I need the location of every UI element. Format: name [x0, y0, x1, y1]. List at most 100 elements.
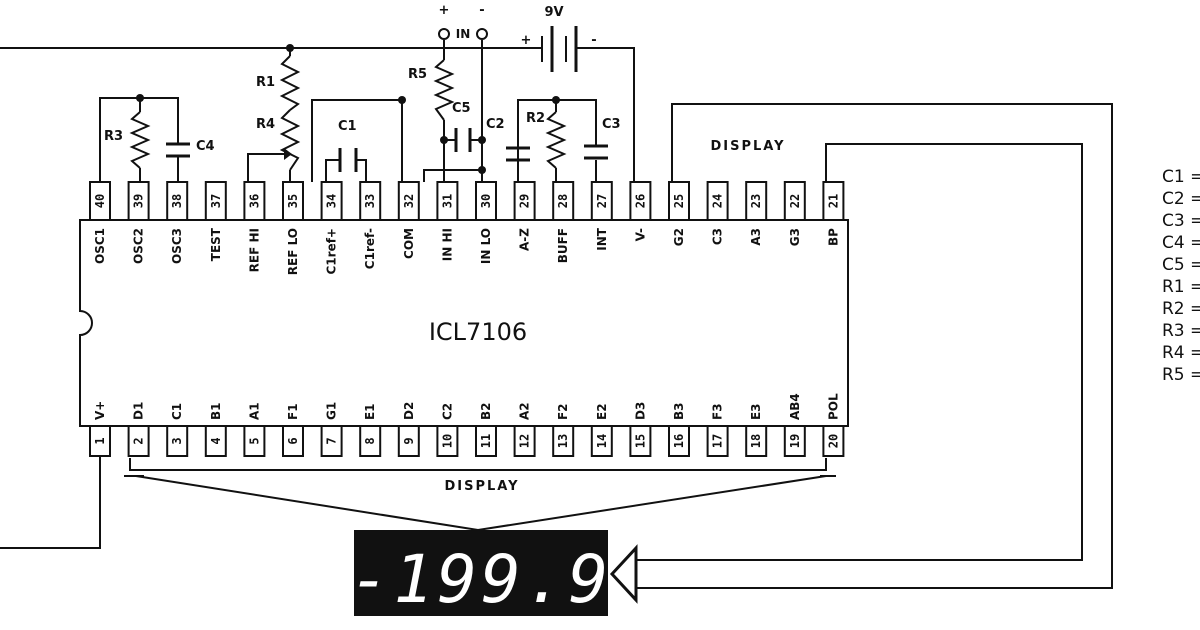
bottom-pin-14: 14 E2	[590, 403, 613, 457]
bottom-pin-6: 6F1	[282, 403, 304, 457]
chip-name: ICL7106	[429, 318, 527, 346]
legend-item: R2 =	[1162, 299, 1200, 319]
pin-number: 14	[595, 434, 609, 448]
pin-label: A1	[247, 402, 261, 420]
input-minus: -	[479, 3, 484, 18]
legend-item: C3 =	[1162, 211, 1200, 231]
capacitor-c2: C2	[486, 117, 530, 162]
resistor-r2: R2	[526, 111, 567, 169]
pin-label: B2	[479, 403, 493, 421]
pin-label: IN HI	[440, 228, 454, 261]
c1-label: C1	[338, 119, 357, 134]
pin-label: E1	[363, 403, 377, 420]
pin-label: A2	[518, 402, 532, 420]
pin-number: 25	[672, 194, 686, 208]
pin-label: C1ref+	[325, 228, 339, 275]
pin-label: D1	[132, 402, 146, 420]
input-label: IN	[456, 27, 471, 41]
pin-number: 26	[633, 194, 647, 208]
pin-label: V-	[633, 228, 647, 241]
pin-label: OSC2	[132, 228, 146, 264]
pin-label: REF LO	[286, 228, 300, 275]
pin-label: POL	[826, 393, 840, 420]
c2-label: C2	[486, 117, 505, 132]
bottom-pin-12: 12 A2	[513, 402, 536, 457]
wiring	[0, 40, 1113, 604]
pin-label: G1	[325, 402, 339, 420]
pin-number: 31	[440, 194, 454, 208]
bottom-pin-5: 5A1	[243, 402, 266, 457]
pin-label: A3	[749, 228, 763, 246]
pin-number: 22	[788, 194, 802, 208]
pin-label: V+	[93, 401, 107, 420]
battery-symbol: 9V + -	[521, 5, 597, 72]
resistor-r5: R5	[408, 59, 455, 121]
pin-number: 36	[247, 194, 261, 208]
pin-label: E2	[595, 403, 609, 420]
legend-item: R5 =	[1162, 365, 1200, 385]
bottom-pin-3: 3 C1	[166, 403, 189, 457]
pin-number: 3	[170, 437, 184, 444]
resistor-r1: R1	[256, 55, 301, 111]
pin-label: C2	[440, 403, 454, 420]
top-pin-26: 26V-	[629, 181, 652, 241]
pin-number: 33	[363, 194, 377, 208]
top-pin-31: 31 IN HI	[436, 181, 459, 261]
capacitor-c3: C3	[584, 117, 621, 160]
pin-label: COM	[402, 228, 416, 259]
pin-label: E3	[749, 403, 763, 420]
battery-plus: +	[521, 33, 532, 48]
pin-label: IN LO	[479, 228, 493, 264]
battery-label: 9V	[544, 5, 563, 20]
c5-label: C5	[452, 101, 471, 116]
junction-dots	[136, 44, 560, 174]
legend-item: C2 =	[1162, 189, 1200, 209]
legend-item: R3 =	[1162, 321, 1200, 341]
display-label-bottom: DISPLAY	[444, 479, 519, 494]
pin-number: 38	[170, 194, 184, 208]
capacitor-c4: C4	[166, 130, 215, 160]
bottom-pin-1: 1 V+	[89, 401, 111, 457]
pin-label: A-Z	[518, 228, 532, 251]
top-pin-29: 29A-Z	[513, 181, 536, 251]
r3-label: R3	[104, 129, 123, 144]
pin-number: 6	[286, 437, 300, 444]
pin-label: C1	[170, 403, 184, 420]
pin-number: 34	[325, 194, 339, 208]
pin-number: 4	[209, 437, 223, 444]
pin-number: 2	[132, 437, 146, 444]
input-plus: +	[439, 3, 450, 18]
pin-label: F2	[556, 403, 570, 420]
pin-label: OSC1	[93, 228, 107, 264]
pin-label: D3	[633, 402, 647, 420]
pin-number: 37	[209, 194, 223, 208]
c3-label: C3	[602, 117, 621, 132]
legend-item: C1 =	[1162, 167, 1200, 187]
pin-label: C3	[711, 228, 725, 245]
pin-number: 11	[479, 434, 493, 448]
pin-number: 1	[93, 437, 107, 444]
capacitor-c1: C1	[338, 119, 358, 172]
ic-package: ICL7106	[79, 219, 849, 427]
c4-label: C4	[196, 139, 215, 154]
potentiometer-r4: R4	[256, 109, 301, 171]
pin-number: 12	[518, 434, 532, 448]
pin-label: BUFF	[556, 228, 570, 263]
